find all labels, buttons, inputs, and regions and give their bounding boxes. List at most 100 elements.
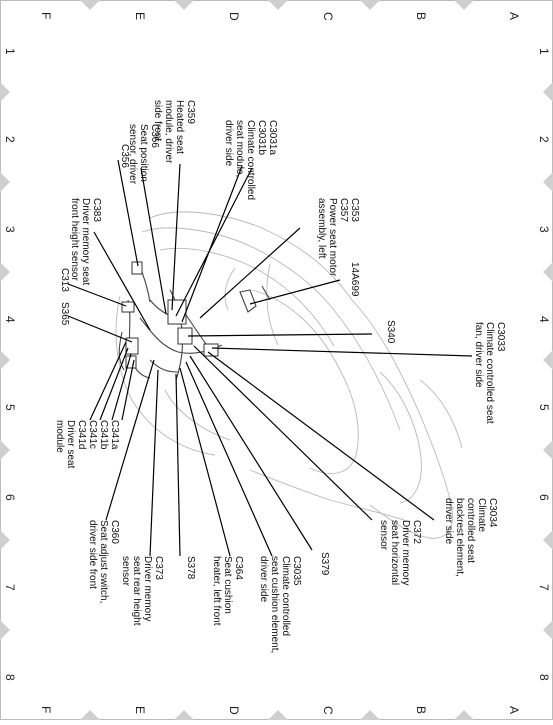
zone-number-right: 8 — [537, 674, 551, 681]
callout-line: C341a — [109, 420, 120, 450]
motor-connector — [239, 289, 257, 313]
callout-line: Climate — [476, 498, 487, 532]
callout-line: seat rear height — [131, 556, 142, 626]
callout-line: C366 — [149, 124, 160, 148]
border-triangle — [454, 0, 474, 10]
callout-line: Driver seat — [65, 420, 76, 469]
border-numbers-right: 1 2 3 4 5 6 7 8 — [537, 48, 551, 681]
callout-line: C372 — [411, 520, 422, 544]
callout-line: front height sensor — [69, 198, 80, 281]
border-triangle — [360, 0, 380, 10]
zone-number-left: 6 — [3, 494, 17, 501]
callout-line: Climate controlled seat — [484, 322, 495, 424]
border-triangle — [0, 620, 10, 640]
zone-letter-top: C — [321, 12, 335, 21]
zone-letter-top: F — [39, 12, 53, 19]
zone-letter-top: B — [414, 12, 428, 20]
border-triangle — [543, 172, 553, 192]
border-triangle — [543, 620, 553, 640]
callout-line: Driver memory seat — [80, 198, 91, 285]
zone-number-right: 1 — [537, 48, 551, 55]
zone-number-right: 6 — [537, 494, 551, 501]
zone-number-right: 4 — [537, 316, 551, 323]
callout-line: Power seat motor — [327, 198, 338, 277]
callout-line: C360 — [109, 520, 120, 544]
zone-number-left: 4 — [3, 316, 17, 323]
border-triangle — [543, 82, 553, 102]
border-letters-top: A B C D E F — [39, 12, 521, 21]
callout-s365: S365 — [59, 302, 70, 326]
border-triangle — [543, 262, 553, 282]
callout-line: S379 — [319, 552, 330, 576]
border-triangle — [0, 440, 10, 460]
callout-line: C356 — [119, 144, 130, 168]
callout-s379: S379 — [319, 552, 330, 576]
zone-number-right: 7 — [537, 584, 551, 591]
callout-s378: S378 — [185, 556, 196, 580]
callout-line: Seat position — [138, 124, 149, 182]
callout-line: C383 — [91, 198, 102, 222]
callout-line: seat horizontal — [389, 520, 400, 585]
callout-line: Seat cushion — [222, 556, 233, 614]
border-triangle — [268, 710, 288, 720]
leader-lines — [67, 159, 473, 557]
callout-line: fan, driver side — [473, 322, 484, 388]
zone-number-left: 1 — [3, 48, 17, 55]
callout-line: sensor — [120, 556, 131, 587]
callout-line: C3031a — [267, 120, 278, 155]
zone-number-right: 2 — [537, 136, 551, 143]
callout-line: C353 — [349, 198, 360, 222]
zone-number-left: 5 — [3, 404, 17, 411]
connector — [121, 301, 135, 313]
seat-outline — [115, 211, 463, 539]
callout-line: C341d — [76, 420, 87, 449]
callout-line: C313 — [59, 268, 70, 292]
border-letters-bottom: A B C D E F — [39, 706, 521, 715]
border-triangle — [0, 262, 10, 282]
zone-letter-bottom: E — [133, 706, 147, 714]
border-numbers-left: 1 2 3 4 5 6 7 8 — [3, 48, 17, 681]
callout-line: Heated seat — [174, 100, 185, 154]
seat-module-box — [167, 299, 187, 325]
zone-number-left: 2 — [3, 136, 17, 143]
zone-letter-top: E — [133, 12, 147, 20]
callout-line: C3034 — [487, 498, 498, 528]
callout-line: S365 — [59, 302, 70, 326]
zone-number-left: 8 — [3, 674, 17, 681]
callout-line: C341b — [98, 420, 109, 450]
callout-line: sensor, driver — [127, 124, 138, 185]
callout-line: driver side front — [87, 520, 98, 589]
border-triangle — [360, 710, 380, 720]
callout-line: C341c — [87, 420, 98, 449]
callout-line: side front — [152, 100, 163, 141]
border-triangle — [0, 82, 10, 102]
callout-line: seat cushion element, — [269, 556, 280, 653]
callout-line: Climate controlled — [280, 556, 291, 636]
border-triangle — [454, 710, 474, 720]
callout-a699: 14A699 — [349, 262, 360, 297]
connector — [125, 337, 139, 355]
border-triangle — [174, 0, 194, 10]
callout-c313: C313 — [59, 268, 70, 292]
callout-line: C359 — [185, 100, 196, 124]
callout-line: C364 — [233, 556, 244, 580]
callout-line: C3031b — [256, 120, 267, 155]
zone-number-right: 5 — [537, 404, 551, 411]
callout-line: C3033 — [495, 322, 506, 352]
callout-line: driver side — [258, 556, 269, 603]
border-triangle — [80, 710, 100, 720]
callout-line: Driver memory — [142, 556, 153, 622]
callout-line: C357 — [338, 198, 349, 222]
zone-number-right: 3 — [537, 226, 551, 233]
callout-line: seat module, — [234, 120, 245, 177]
callout-line: Driver memory — [400, 520, 411, 586]
